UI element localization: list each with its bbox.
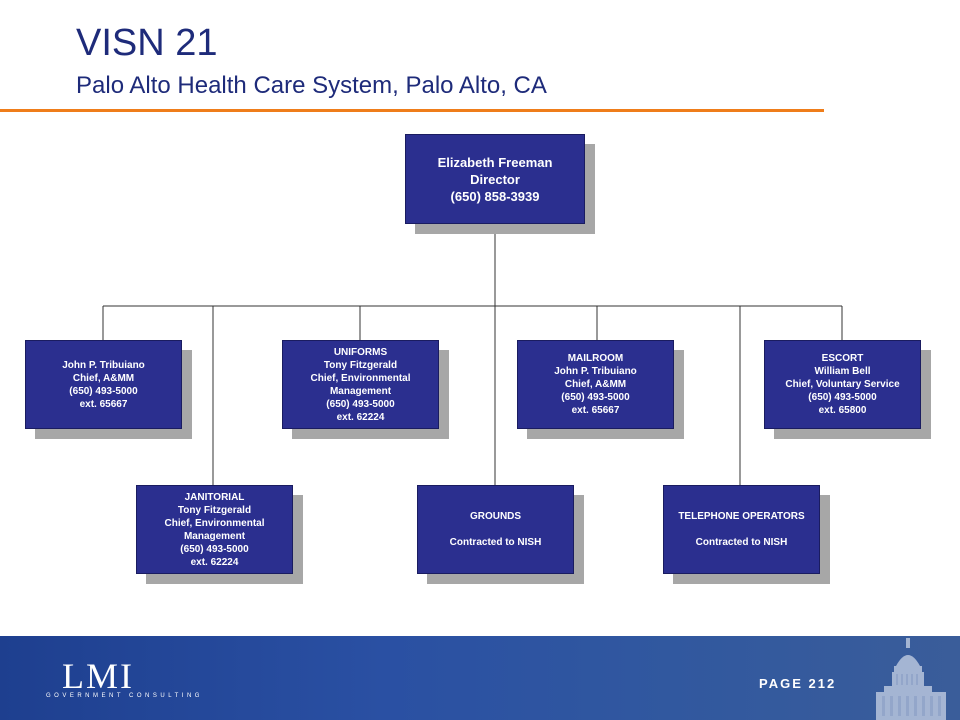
tribuiano-box: John P. Tribuiano Chief, A&MM (650) 493-… [25, 340, 182, 429]
janitorial-name: Tony Fitzgerald [177, 504, 252, 516]
director-name: Elizabeth Freeman [437, 154, 553, 170]
director-title: Director [470, 171, 520, 187]
escort-name: William Bell [814, 366, 871, 377]
janitorial-box: JANITORIAL Tony Fitzgerald Chief, Enviro… [136, 485, 293, 574]
uniforms-phone: (650) 493-5000 [326, 398, 395, 410]
mailroom-name: John P. Tribuiano [554, 366, 637, 377]
uniforms-title-cont: Management [329, 385, 392, 397]
uniforms-title: Chief, Environmental [310, 372, 411, 384]
page-subtitle: Palo Alto Health Care System, Palo Alto,… [76, 72, 547, 99]
mailroom-phone: (650) 493-5000 [561, 392, 630, 403]
grounds-heading: GROUNDS [469, 511, 522, 522]
uniforms-box: UNIFORMS Tony Fitzgerald Chief, Environm… [282, 340, 439, 429]
grounds-box: GROUNDS Contracted to NISH [417, 485, 574, 574]
janitorial-heading: JANITORIAL [184, 491, 245, 503]
escort-box: ESCORT William Bell Chief, Voluntary Ser… [764, 340, 921, 429]
escort-ext: ext. 65800 [818, 405, 867, 416]
tribuiano-phone: (650) 493-5000 [69, 385, 138, 397]
telephone-heading: TELEPHONE OPERATORS [678, 511, 805, 522]
director-phone: (650) 858-3939 [450, 188, 540, 204]
mailroom-ext: ext. 65667 [571, 405, 620, 416]
director-box: Elizabeth Freeman Director (650) 858-393… [405, 134, 585, 224]
title-divider [0, 109, 824, 112]
mailroom-heading: MAILROOM [567, 353, 624, 364]
lmi-logo-tagline: GOVERNMENT CONSULTING [46, 693, 203, 699]
page-title: VISN 21 [76, 22, 218, 64]
mailroom-box: MAILROOM John P. Tribuiano Chief, A&MM (… [517, 340, 674, 429]
tribuiano-name: John P. Tribuiano [62, 359, 145, 371]
tribuiano-title: Chief, A&MM [72, 372, 135, 384]
mailroom-title: Chief, A&MM [564, 379, 627, 390]
grounds-note: Contracted to NISH [449, 537, 542, 548]
connector-lines [102, 224, 843, 485]
janitorial-title-cont: Management [183, 530, 246, 542]
footer-band: LMI GOVERNMENT CONSULTING PAGE 212 [0, 636, 960, 720]
lmi-logo: LMI [62, 656, 134, 696]
page-number: PAGE 212 [759, 676, 837, 691]
telephone-note: Contracted to NISH [695, 537, 788, 548]
escort-phone: (650) 493-5000 [808, 392, 877, 403]
uniforms-name: Tony Fitzgerald [323, 359, 398, 371]
janitorial-title: Chief, Environmental [164, 517, 265, 529]
telephone-box: TELEPHONE OPERATORS Contracted to NISH [663, 485, 820, 574]
janitorial-phone: (650) 493-5000 [180, 543, 249, 555]
escort-title: Chief, Voluntary Service [785, 379, 900, 390]
janitorial-ext: ext. 62224 [190, 556, 239, 568]
uniforms-heading: UNIFORMS [333, 346, 388, 358]
escort-heading: ESCORT [821, 353, 864, 364]
capitol-dome-icon [876, 638, 946, 720]
tribuiano-ext: ext. 65667 [79, 398, 128, 410]
uniforms-ext: ext. 62224 [336, 411, 385, 423]
